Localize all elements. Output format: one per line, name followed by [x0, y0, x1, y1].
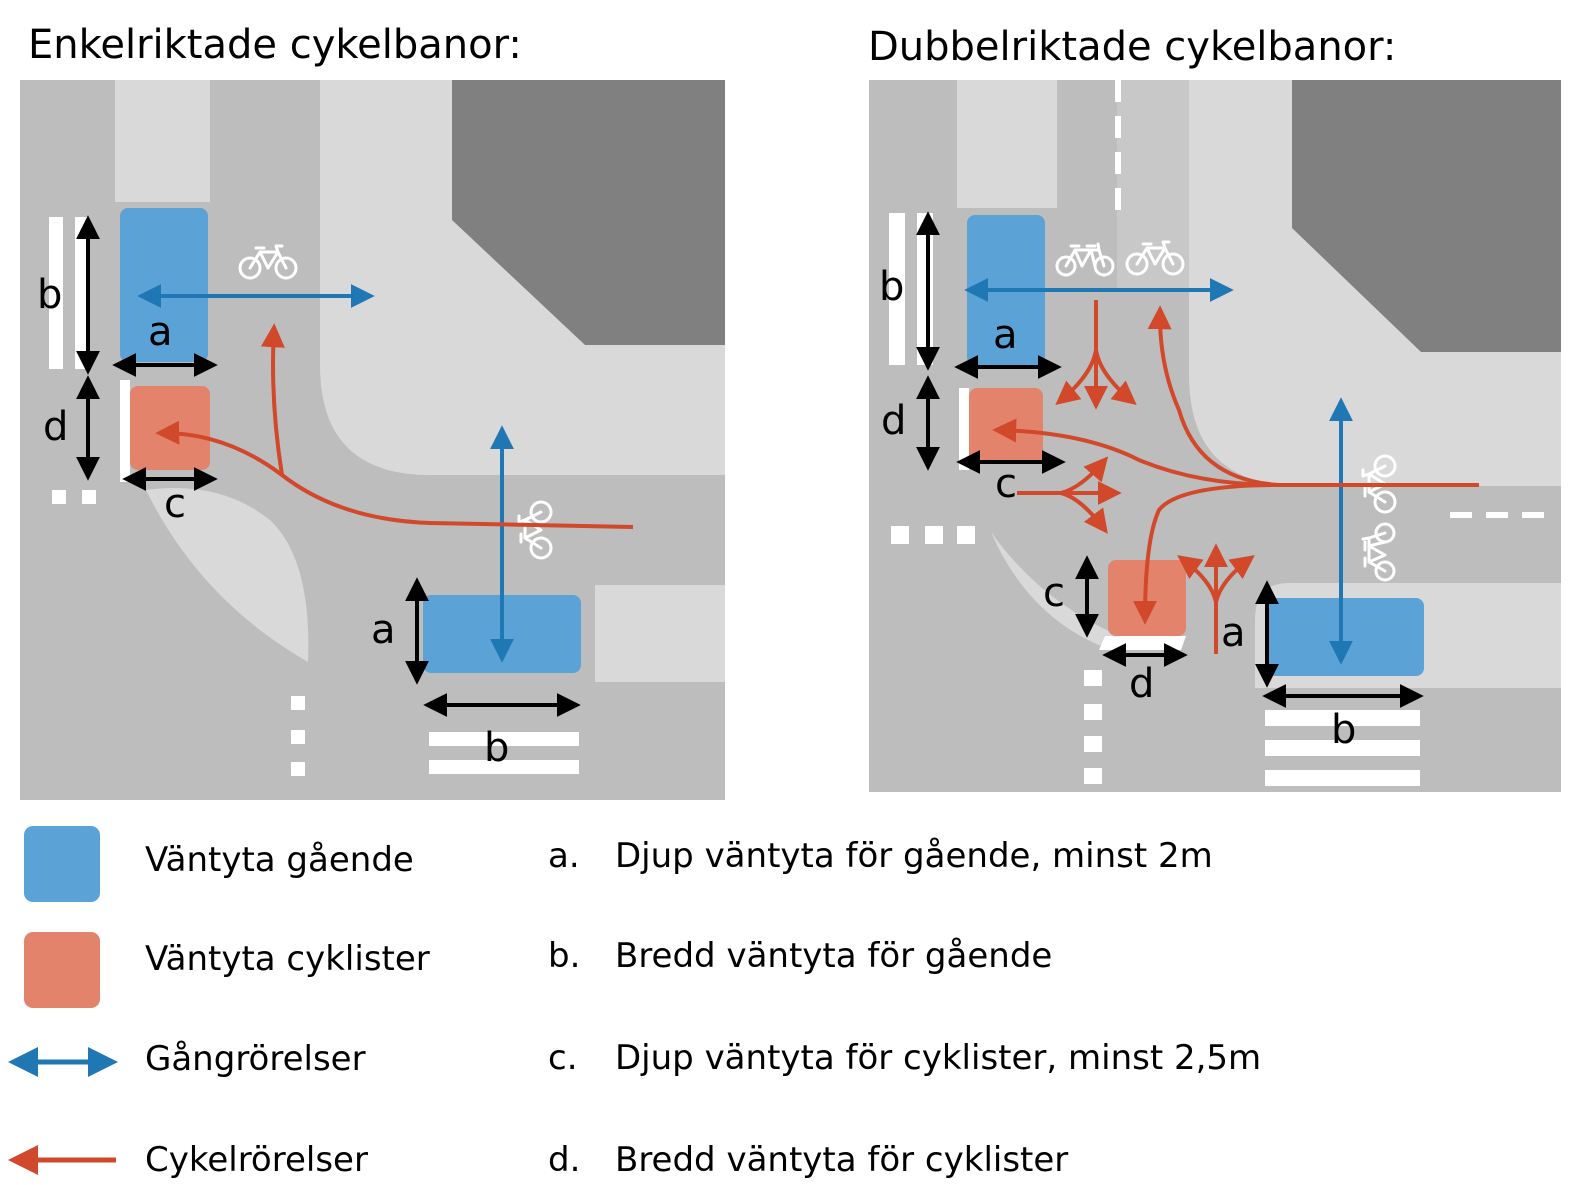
dimension-label-b: b — [879, 264, 904, 310]
dimension-label-b: b — [484, 725, 509, 771]
cycle-movement-arrow — [155, 420, 634, 529]
legend-cycle-movement-arrow-icon — [8, 1145, 116, 1175]
legend-label-cycle-movement: Cykelrörelser — [145, 1140, 368, 1180]
cycle-turn-option-arrow — [1060, 491, 1108, 534]
cyclist-waiting-area — [969, 388, 1043, 464]
cycle-turn-option-arrow — [1094, 349, 1137, 406]
centerline-dash — [1115, 80, 1121, 102]
crosswalk-stripe — [1265, 740, 1420, 756]
cycle-turn-option-arrow — [1214, 555, 1255, 603]
lane-marking — [52, 490, 66, 504]
lane-marking — [957, 526, 975, 544]
definition-text-c: Djup väntyta för cyklister, minst 2,5m — [615, 1038, 1262, 1078]
centerline-dash — [1522, 512, 1544, 518]
one-way-cycle-path-intersection-diagram: b a d c a b — [20, 80, 725, 800]
lane-marking — [1084, 670, 1102, 686]
lane-marking — [291, 762, 305, 776]
stop-line — [959, 388, 969, 470]
dimension-label-b: b — [1331, 707, 1356, 753]
centerline-dash — [1115, 116, 1121, 138]
legend-label-cyclist-waiting-area: Väntyta cyklister — [145, 939, 430, 979]
lane-marking — [891, 526, 909, 544]
two-way-cycle-path-intersection-diagram: b a d c c d a b — [869, 80, 1561, 792]
dimension-label-a: a — [371, 607, 396, 653]
centerline-dash — [1115, 188, 1121, 210]
crosswalk-stripe — [429, 760, 579, 774]
cyclist-waiting-area — [130, 386, 210, 470]
traffic-island — [146, 488, 309, 662]
sidewalk-right — [595, 585, 725, 682]
dimension-label-c: c — [1043, 570, 1065, 616]
title-two-way-cycle-paths: Dubbelriktade cykelbanor: — [868, 24, 1397, 70]
pedestrian-waiting-area — [1267, 598, 1424, 676]
centerline-dash — [1486, 512, 1508, 518]
cycle-movement-arrow — [1147, 305, 1280, 487]
dimension-label-a: a — [1221, 610, 1246, 656]
crosswalk-stripe — [429, 732, 579, 746]
definition-text-a: Djup väntyta för gående, minst 2m — [615, 836, 1213, 876]
dimension-label-c: c — [995, 461, 1017, 507]
lane-marking — [1084, 736, 1102, 752]
cycle-movement-arrow — [1133, 483, 1280, 625]
crosswalk-stripe — [49, 217, 63, 369]
cycle-movement-arrow — [992, 418, 1479, 487]
crosswalk-stripe — [889, 213, 905, 365]
dimension-label-a: a — [993, 312, 1018, 358]
dimension-label-b: b — [37, 272, 62, 318]
lane-marking — [291, 730, 305, 744]
lane-marking — [925, 526, 943, 544]
title-one-way-cycle-paths: Enkelriktade cykelbanor: — [28, 22, 522, 68]
dimension-label-d: d — [1129, 661, 1154, 707]
lane-marking — [1084, 768, 1102, 784]
dimension-label-d: d — [881, 398, 906, 444]
legend-swatch-cyclist-waiting-area — [24, 932, 100, 1008]
building — [452, 80, 725, 345]
crosswalk-stripe — [1265, 770, 1420, 786]
stop-line — [1099, 636, 1186, 650]
definition-text-d: Bredd väntyta för cyklister — [615, 1140, 1069, 1180]
legend-label-pedestrian-movement: Gångrörelser — [145, 1039, 366, 1079]
stop-line — [120, 380, 130, 482]
legend-label-pedestrian-waiting-area: Väntyta gående — [145, 840, 414, 880]
centerline-dash — [1450, 512, 1472, 518]
centerline-dash — [1115, 152, 1121, 174]
legend-swatch-pedestrian-waiting-area — [24, 826, 100, 902]
dimension-label-d: d — [43, 404, 68, 450]
legend-pedestrian-movement-arrow-icon — [8, 1047, 118, 1077]
crosswalk-stripe — [1265, 710, 1420, 726]
dimension-label-a: a — [148, 309, 173, 355]
definition-text-b: Bredd väntyta för gående — [615, 936, 1053, 976]
lane-marking — [291, 696, 305, 710]
lane-marking — [1084, 704, 1102, 720]
lane-marking — [82, 490, 96, 504]
sidewalk-top — [115, 80, 210, 202]
building — [1292, 80, 1561, 352]
sidewalk-top — [957, 80, 1057, 208]
crosswalk-stripe — [917, 213, 933, 365]
definition-letter-d: d. — [548, 1140, 581, 1180]
definition-letter-b: b. — [548, 936, 581, 976]
dimension-label-c: c — [164, 481, 186, 527]
definition-letter-a: a. — [548, 836, 580, 876]
cycle-movement-arrow — [260, 323, 285, 476]
definition-letter-c: c. — [548, 1038, 578, 1078]
